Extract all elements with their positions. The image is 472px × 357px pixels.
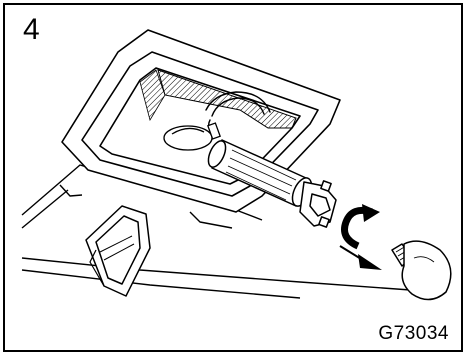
rotate-arrow-icon (345, 204, 381, 246)
bulb-icon (392, 241, 451, 299)
socket-lock-tabs (300, 181, 336, 227)
pull-out-arrow-icon (340, 246, 382, 270)
reflector-opening (164, 126, 212, 150)
lower-trim-piece (86, 206, 150, 296)
